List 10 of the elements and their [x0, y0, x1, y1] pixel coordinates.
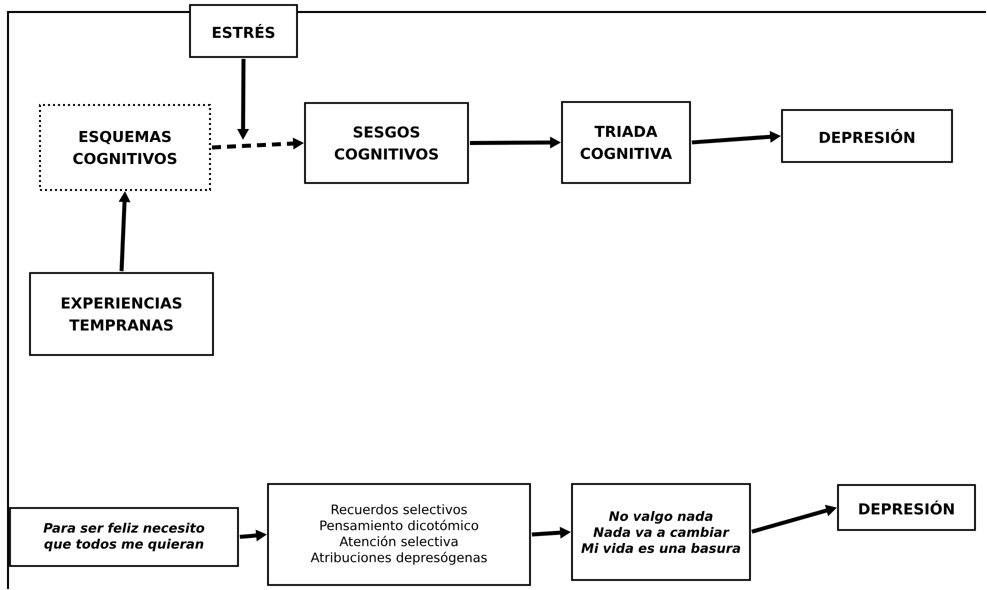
process-box: No valgo nada Nada va a cambiar Mi vida es una basura: [571, 483, 751, 581]
process-box: Para ser feliz necesito que todos me quieran: [9, 507, 239, 567]
process-box: TRIADA COGNITIVA: [561, 101, 691, 184]
process-box: SESGOS COGNITIVOS: [304, 102, 469, 184]
process-box: ESTRÉS: [189, 4, 298, 58]
process-box: DEPRESIÓN: [837, 484, 976, 531]
process-box: Recuerdos selectivos Pensamiento dicotómico Atención selectiva Atribuciones depresógenas: [267, 483, 531, 586]
process-box: EXPERIENCIAS TEMPRANAS: [29, 272, 214, 356]
process-box: DEPRESIÓN: [781, 109, 953, 163]
process-box: ESQUEMAS COGNITIVOS: [39, 104, 211, 191]
